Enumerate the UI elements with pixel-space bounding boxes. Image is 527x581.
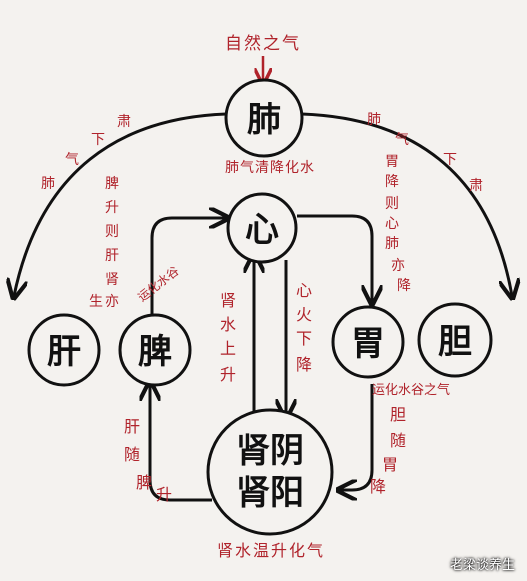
heart-node: 心 [226, 192, 298, 264]
spleen-rise-label: 脾升则肝肾亦生 [89, 176, 119, 310]
gallbladder-label: 胆 [438, 322, 472, 362]
spleen-to-heart-arrow [150, 218, 226, 316]
kidney-warm-label: 肾水温升化气 [217, 541, 325, 560]
liver-rise-label: 肝随脾升 [124, 417, 172, 504]
kidney-water-rise-label: 肾水上升 [220, 291, 236, 384]
spleen-transform-label: 运化水谷 [135, 264, 181, 305]
kidney-to-spleen-arrow [150, 384, 212, 502]
stomach-transform-label: 运化水谷之气 [372, 382, 450, 398]
stomach-to-kidney-arrow [340, 384, 374, 490]
lung-down-left-label: 肺气下肃 [41, 114, 131, 192]
liver-node: 肝 [27, 313, 101, 387]
stomach-label: 胃 [351, 324, 385, 364]
lung-to-liver-arc [14, 112, 227, 296]
lung-label: 肺 [247, 100, 281, 140]
heart-label: 心 [245, 210, 279, 250]
kidney-yin-label: 肾阴 [236, 431, 304, 471]
stomach-node: 胃 [331, 305, 405, 379]
stomach-descend-label: 胃降则心肺亦降 [385, 154, 411, 294]
lung-descend-label: 肺气清降化水 [225, 160, 315, 176]
natural-qi-label: 自然之气 [225, 34, 301, 54]
kidney-yang-label: 肾阳 [236, 473, 304, 513]
lung-node: 肺 [224, 78, 304, 158]
liver-label: 肝 [47, 332, 81, 372]
gallbladder-node: 胆 [417, 302, 493, 378]
spleen-node: 脾 [118, 313, 192, 387]
heart-to-stomach-arrow [297, 214, 372, 302]
watermark: 老梁谈养生 [449, 558, 515, 573]
gallbladder-descend-label: 胆随胃降 [370, 405, 406, 496]
lung-to-gallbladder-arc [301, 112, 512, 296]
kidney-node: 肾阴 肾阳 [206, 408, 334, 536]
spleen-label: 脾 [138, 332, 172, 372]
lung-down-right-label: 肺气下肃 [367, 112, 483, 194]
heart-fire-descend-label: 心火下降 [296, 281, 312, 374]
